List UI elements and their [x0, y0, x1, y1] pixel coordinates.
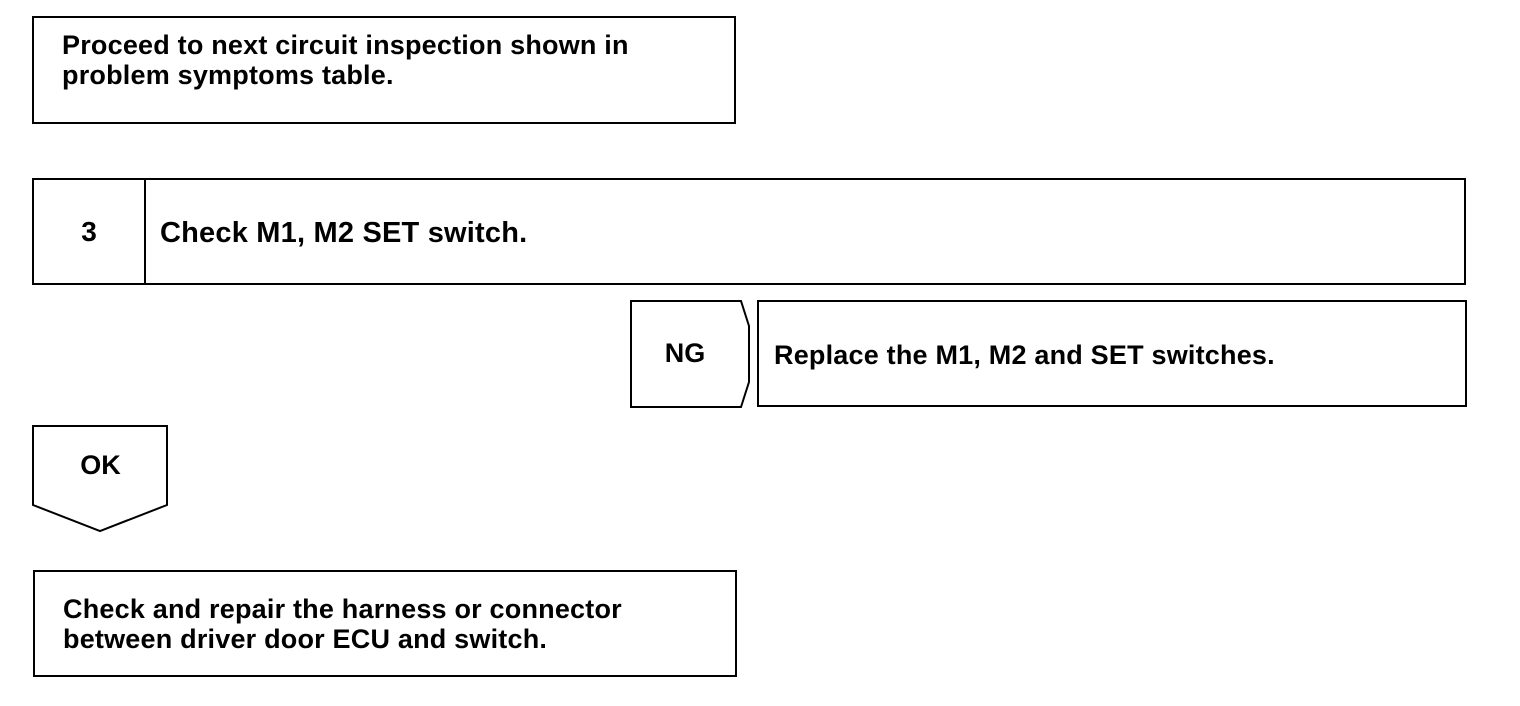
repair-harness-text: Check and repair the harness or connecto… — [63, 594, 622, 654]
proceed-next-circuit-text: Proceed to next circuit inspection shown… — [62, 30, 629, 90]
step-number: 3 — [34, 180, 146, 283]
repair-harness-box: Check and repair the harness or connecto… — [33, 570, 737, 677]
ng-arrow-shape — [630, 300, 750, 408]
proceed-next-circuit-box: Proceed to next circuit inspection shown… — [32, 16, 736, 124]
step-title: Check M1, M2 SET switch. — [160, 217, 528, 249]
step-header-box: 3 Check M1, M2 SET switch. — [32, 178, 1466, 285]
ok-label: OK — [80, 450, 121, 480]
ng-label: NG — [664, 338, 706, 368]
ok-arrow-shape — [32, 425, 168, 533]
replace-switches-box: Replace the M1, M2 and SET switches. — [757, 300, 1467, 407]
replace-switches-text: Replace the M1, M2 and SET switches. — [774, 340, 1275, 370]
